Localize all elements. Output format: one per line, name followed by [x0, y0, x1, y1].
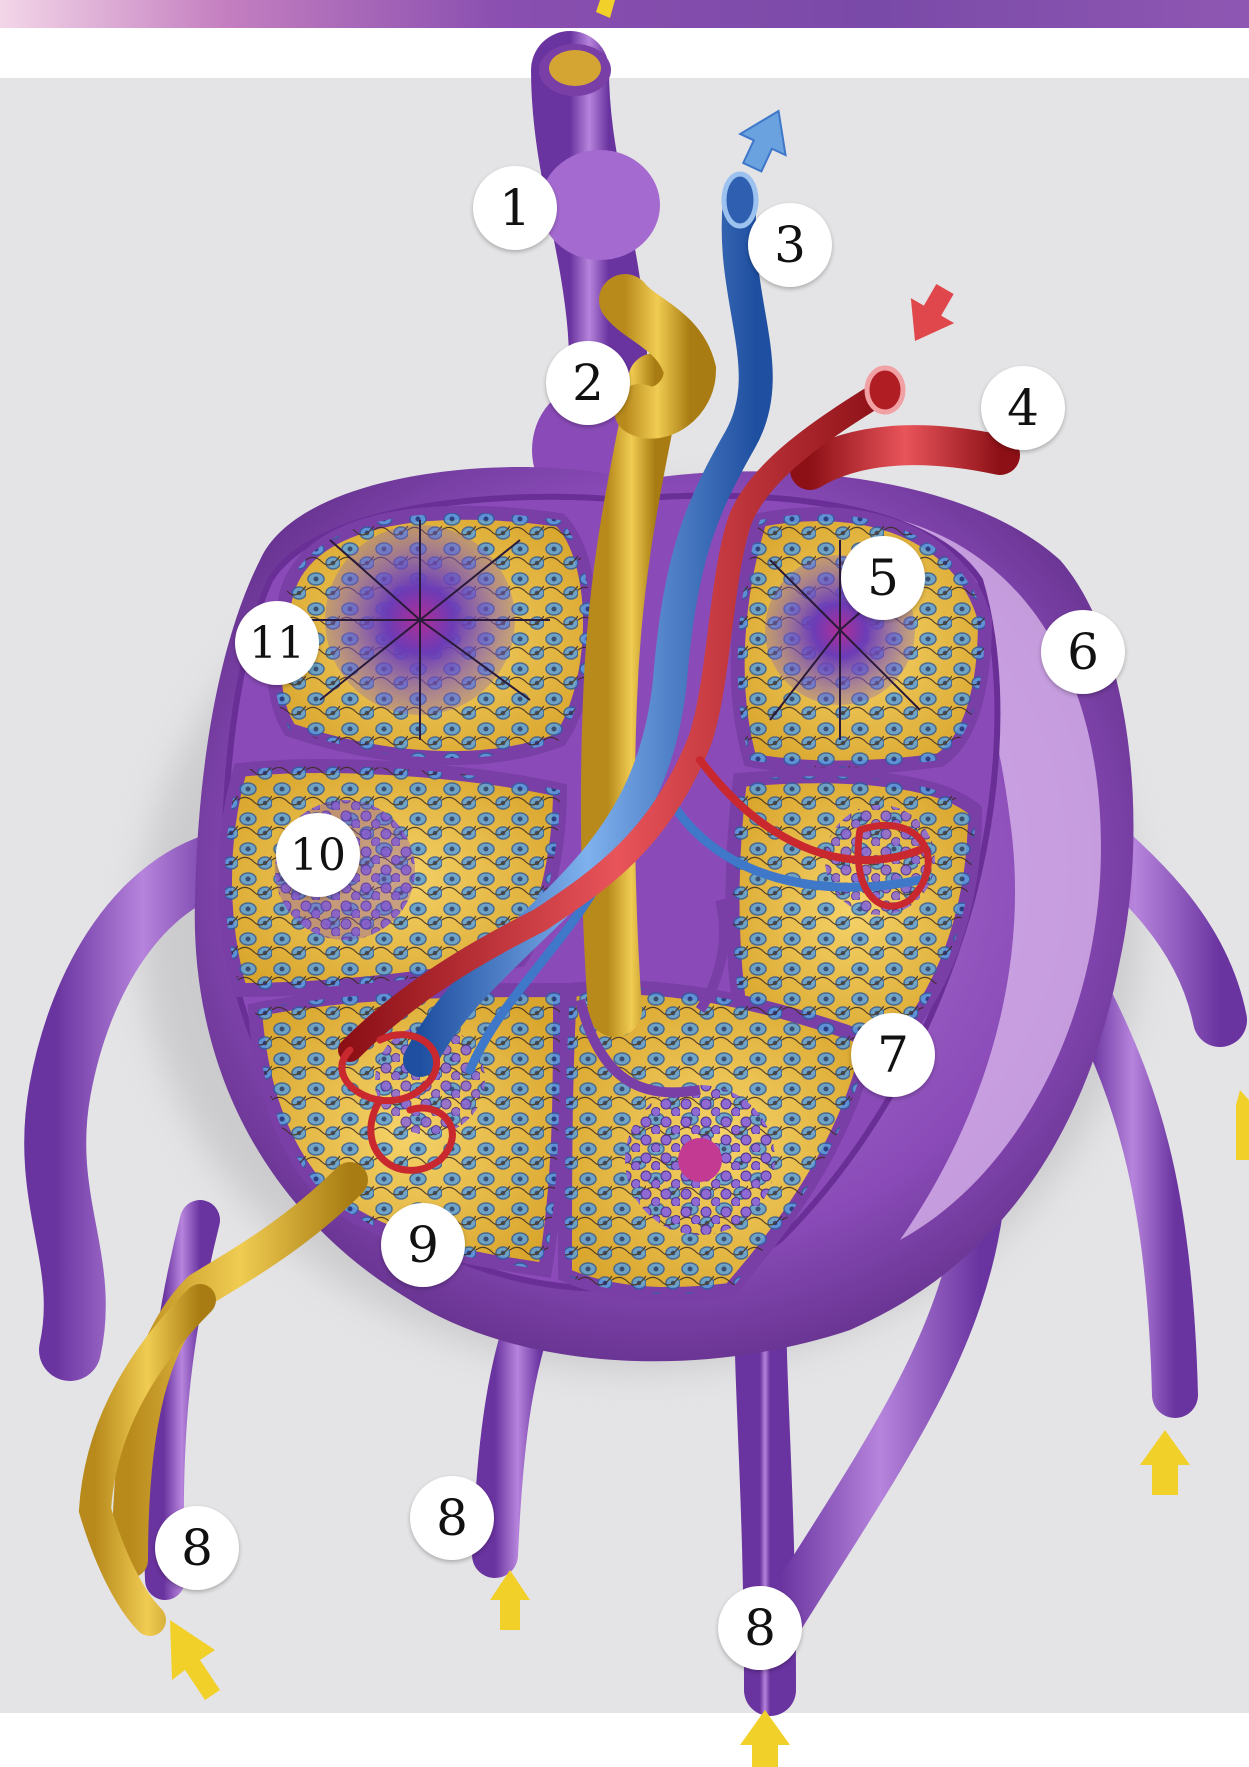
- arrow-vein-out: [730, 100, 802, 177]
- label-5: 5: [841, 536, 925, 620]
- label-1: 1: [473, 166, 557, 250]
- label-11: 11: [235, 601, 319, 685]
- arrow-top: [596, 0, 615, 18]
- arrow-lymph-3: [740, 1710, 790, 1767]
- label-10: 10: [276, 813, 360, 897]
- label-9: 9: [381, 1203, 465, 1287]
- label-3: 3: [748, 203, 832, 287]
- arrow-lymph-2: [490, 1570, 530, 1630]
- label-7: 7: [851, 1013, 935, 1097]
- label-2: 2: [546, 341, 630, 425]
- label-4: 4: [981, 366, 1065, 450]
- label-8-left: 8: [155, 1506, 239, 1590]
- label-8-bottom: 8: [718, 1586, 802, 1670]
- label-8-middle: 8: [410, 1476, 494, 1560]
- nodule-bottom: [678, 1138, 722, 1182]
- arrow-lymph-4: [1140, 1430, 1190, 1495]
- label-6: 6: [1041, 610, 1125, 694]
- arrow-lymph-1: [170, 1620, 220, 1700]
- arrow-lymph-5: [1236, 1090, 1249, 1160]
- arrow-artery-in: [893, 277, 966, 354]
